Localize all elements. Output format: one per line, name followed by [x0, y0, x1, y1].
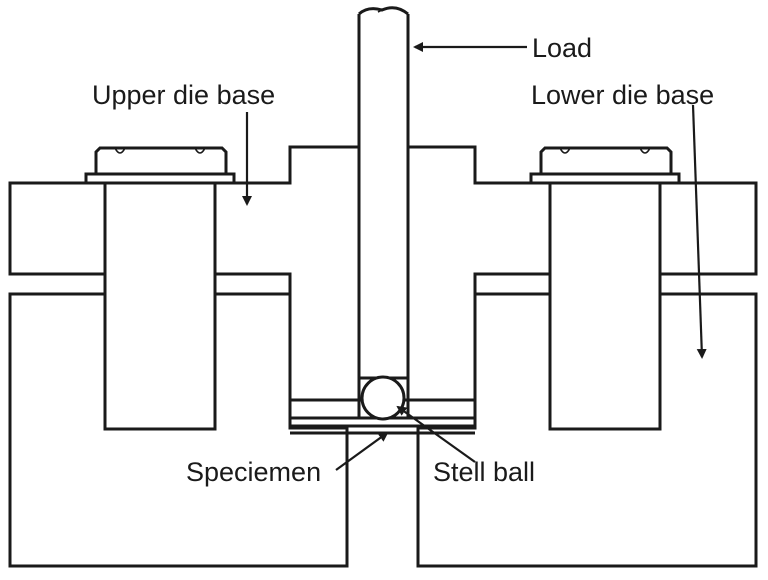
steel-ball	[360, 375, 406, 421]
lower-die-base-arrow	[691, 104, 707, 359]
label-steel-ball: Stell ball	[433, 457, 535, 487]
steel-ball-arrow	[396, 405, 476, 463]
bolt-left	[84, 146, 236, 431]
label-load: Load	[532, 33, 592, 63]
label-upper-die-base: Upper die base	[92, 80, 275, 110]
bolt-right	[529, 146, 681, 431]
lower-die-base-right	[416, 292, 758, 568]
lower-die-base-left	[8, 292, 349, 568]
specimen-arrow	[335, 431, 389, 471]
upper-die-base	[8, 145, 758, 402]
label-lower-die-base: Lower die base	[531, 80, 714, 110]
label-specimen: Speciemen	[186, 457, 321, 487]
load-rod	[357, 6, 410, 418]
